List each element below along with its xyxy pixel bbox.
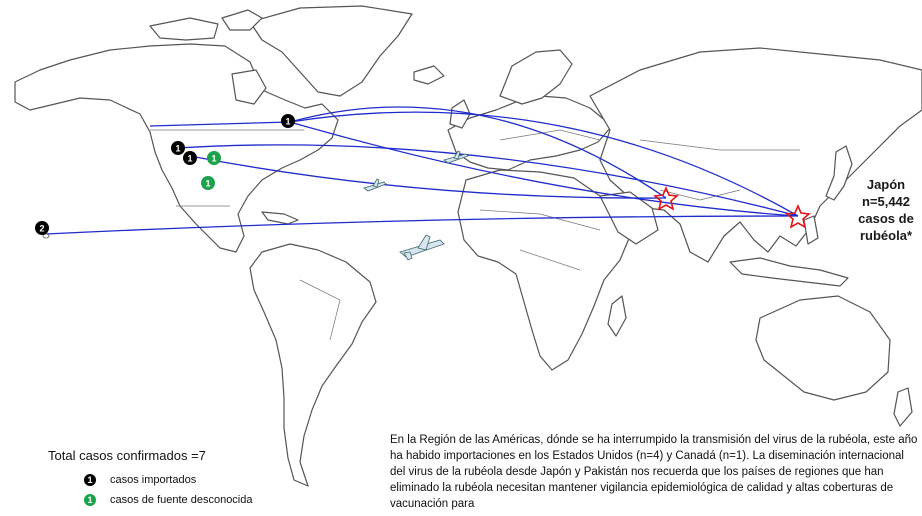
note-text: En la Región de las Américas, dónde se h… (390, 434, 918, 510)
case-markers: 1 1 1 1 1 2 (35, 114, 295, 235)
asia-borders (639, 139, 800, 201)
legend-imported-marker: 1 (84, 474, 96, 486)
madagascar (607, 295, 627, 337)
hudson-bay (231, 69, 267, 105)
route-japan-canada-2 (289, 121, 799, 217)
japan-islands (825, 145, 853, 201)
legend-unknown-marker: 1 (84, 494, 96, 506)
case-marker-us-unknown-1: 1 (207, 151, 221, 165)
route-japan-hawaii (45, 215, 799, 235)
case-marker-us-unknown-2: 1 (201, 176, 215, 190)
route-japan-us (177, 144, 799, 217)
arabian-peninsula (599, 191, 659, 245)
svg-text:1: 1 (205, 179, 210, 189)
south-america (249, 243, 377, 487)
source-star-japan (785, 203, 811, 229)
japan-label-line3: casos de (858, 211, 914, 226)
svg-text:1: 1 (187, 154, 192, 164)
scandinavia (499, 49, 573, 105)
explanatory-note: En la Región de las Américas, dónde se h… (390, 432, 922, 516)
indonesia (729, 257, 849, 287)
airplane-icon (399, 234, 445, 261)
svg-text:2: 2 (39, 224, 44, 234)
arctic-islands (149, 17, 219, 41)
europe (447, 95, 613, 171)
route-japan-canada (289, 111, 799, 217)
case-marker-us-west-2: 1 (183, 151, 197, 165)
africa-borders (479, 209, 601, 271)
arctic-island-2 (221, 9, 263, 31)
transmission-routes (45, 106, 799, 235)
legend-unknown: 1 casos de fuente desconocida (84, 494, 253, 506)
japan-cases-label: Japón n=5,442 casos de rubéola* (850, 176, 922, 244)
source-stars (653, 185, 811, 229)
iceland (413, 65, 445, 85)
japan-label-line4: rubéola* (859, 228, 912, 243)
source-star-pakistan (653, 185, 679, 211)
philippines (803, 215, 819, 245)
caribbean (261, 211, 299, 225)
australia (755, 295, 891, 401)
new-zealand (893, 387, 913, 427)
country-borders (150, 129, 800, 341)
japan-label-line2: n=5,442 (861, 194, 911, 209)
legend-unknown-label: casos de fuente desconocida (110, 494, 253, 506)
legend-imported-label: casos importados (110, 474, 197, 486)
svg-text:1: 1 (211, 154, 216, 164)
hawaii (42, 233, 50, 239)
greenland (249, 5, 413, 97)
route-pakistan-us (189, 155, 667, 199)
legend-imported: 1 casos importados (84, 474, 196, 486)
airplane-icon (443, 150, 469, 164)
europe-borders (499, 129, 601, 141)
case-marker-canada: 1 (281, 114, 295, 128)
case-marker-hawaii: 2 (35, 221, 49, 235)
airplane-icons (363, 150, 469, 261)
total-cases: Total casos confirmados =7 (48, 448, 206, 463)
svg-text:1: 1 (175, 144, 180, 154)
sa-borders (299, 279, 341, 341)
svg-text:1: 1 (285, 117, 290, 127)
route-canada-west (149, 121, 291, 127)
japan-label-line1: Japón (866, 177, 906, 192)
airplane-icon (363, 178, 387, 192)
africa (457, 169, 631, 371)
case-marker-us-west-1: 1 (171, 141, 185, 155)
landmasses (14, 5, 922, 487)
